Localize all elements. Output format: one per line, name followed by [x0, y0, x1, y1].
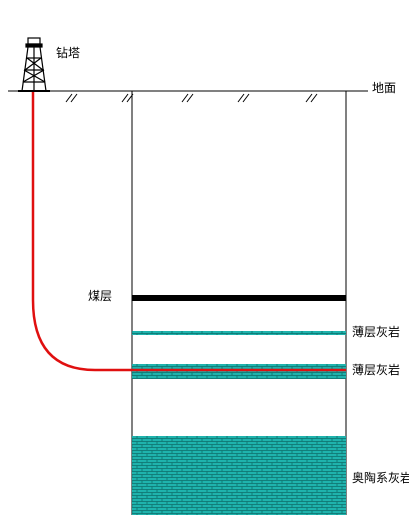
- ordovician-limestone-label: 奥陶系灰岩: [352, 471, 409, 485]
- thin-limestone-upper-label: 薄层灰岩: [352, 325, 401, 339]
- borehole-trajectory: [31, 92, 346, 372]
- ordovician-limestone-layer: [132, 436, 346, 515]
- thin-limestone-upper-layer: [132, 331, 346, 335]
- rig-label: 钻塔: [56, 46, 81, 60]
- ground-hatch: [65, 93, 318, 103]
- thin-limestone-lower-layer: [132, 364, 346, 379]
- ground-label: 地面: [372, 81, 397, 95]
- rig-icon: [18, 37, 50, 92]
- coal-seam-layer: [132, 295, 346, 301]
- coal-seam-label: 煤层: [88, 289, 113, 303]
- thin-limestone-lower-label: 薄层灰岩: [352, 363, 401, 377]
